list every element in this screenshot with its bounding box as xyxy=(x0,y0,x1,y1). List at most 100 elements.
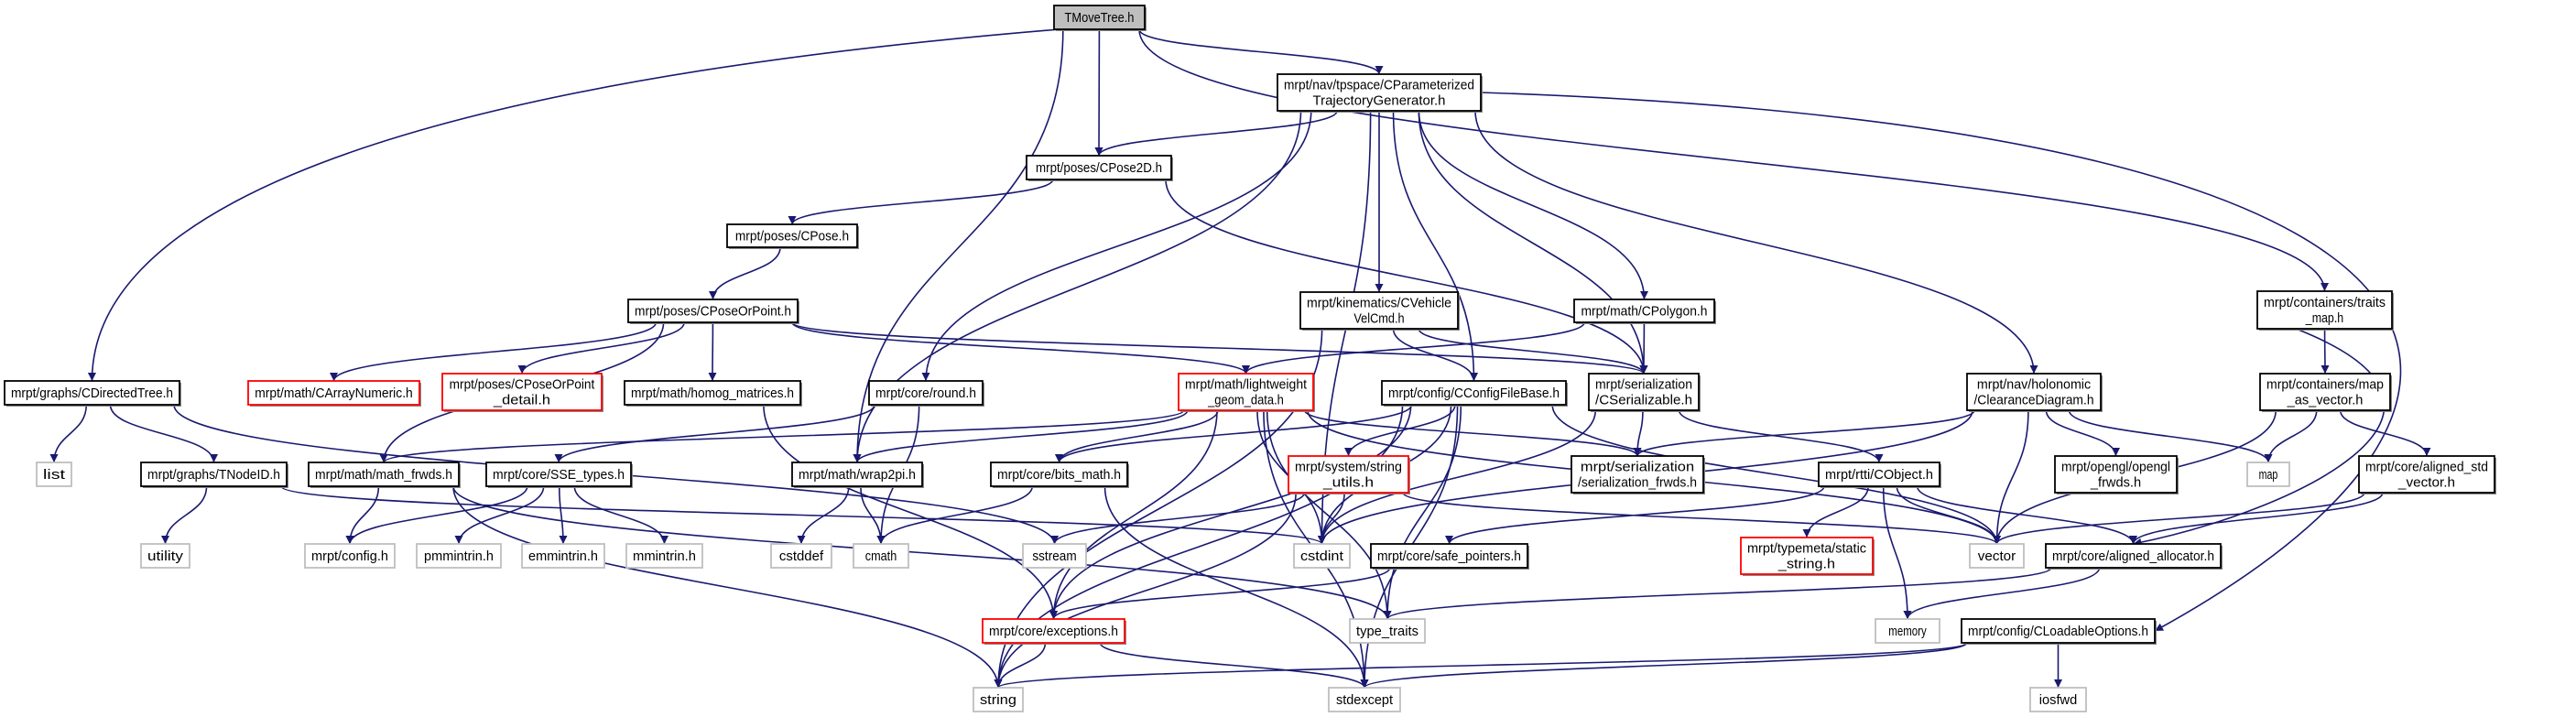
node-label: mrpt/opengl/opengl xyxy=(2061,460,2170,475)
node-label: _utils.h xyxy=(1322,475,1374,491)
node-cserializable[interactable]: mrpt/serialization/CSerializable.h xyxy=(1588,373,1701,412)
node-label: mrpt/graphs/CDirectedTree.h xyxy=(11,386,173,401)
node-carraynumeric[interactable]: mrpt/math/CArrayNumeric.h xyxy=(247,380,421,407)
node-label: memory xyxy=(1888,624,1927,639)
node-cptg[interactable]: mrpt/nav/tpspace/CParameterizedTrajector… xyxy=(1277,73,1483,113)
node-math_frwds[interactable]: mrpt/math/math_frwds.h xyxy=(308,462,461,488)
node-aligned_std[interactable]: mrpt/core/aligned_std_vector.h xyxy=(2358,455,2496,494)
node-static_string[interactable]: mrpt/typemeta/static_string.h xyxy=(1740,537,1875,576)
node-config[interactable]: mrpt/config.h xyxy=(304,543,396,569)
edge-configfilebase-to-vector xyxy=(1551,404,2001,545)
node-label: mrpt/core/aligned_std xyxy=(2365,460,2488,475)
node-box xyxy=(441,373,603,411)
node-iosfwd[interactable]: iosfwd xyxy=(2029,687,2087,712)
node-label: mrpt/core/round.h xyxy=(875,386,976,401)
node-cmath[interactable]: cmath xyxy=(853,543,909,569)
node-traits_map[interactable]: mrpt/containers/traits_map.h xyxy=(2256,290,2394,331)
node-memory[interactable]: memory xyxy=(1875,618,1940,644)
node-box xyxy=(625,543,703,569)
node-label: mrpt/poses/CPose.h xyxy=(735,229,849,244)
node-clearance[interactable]: mrpt/nav/holonomic/ClearanceDiagram.h xyxy=(1966,373,2103,412)
node-pmm[interactable]: pmmintrin.h xyxy=(416,543,502,569)
node-box xyxy=(1053,5,1146,30)
node-cdirectedtree[interactable]: mrpt/graphs/CDirectedTree.h xyxy=(4,380,181,407)
node-cpolygon[interactable]: mrpt/math/CPolygon.h xyxy=(1573,299,1716,324)
node-configfilebase[interactable]: mrpt/config/CConfigFileBase.h xyxy=(1381,380,1568,407)
node-homog[interactable]: mrpt/math/homog_matrices.h xyxy=(624,380,802,407)
node-cstdint[interactable]: cstdint xyxy=(1293,543,1351,569)
node-cstddef[interactable]: cstddef xyxy=(770,543,832,569)
node-string[interactable]: string xyxy=(973,687,1024,712)
node-root[interactable]: TMoveTree.h xyxy=(1053,5,1147,31)
node-cposeorpoint[interactable]: mrpt/poses/CPoseOrPoint.h xyxy=(627,299,799,324)
node-box xyxy=(140,543,190,569)
node-cpose2d[interactable]: mrpt/poses/CPose2D.h xyxy=(1026,155,1173,181)
node-box xyxy=(1178,373,1314,411)
node-mmi[interactable]: mmintrin.h xyxy=(625,543,703,569)
node-label: _geom_data.h xyxy=(1207,393,1284,408)
node-label: cstddef xyxy=(779,549,824,564)
node-string_utils[interactable]: mrpt/system/string_utils.h xyxy=(1288,455,1410,494)
node-box xyxy=(1571,455,1704,494)
edge-clearance-to-map xyxy=(2068,409,2273,463)
edge-math_frwds-to-string xyxy=(452,485,1003,689)
edge-string_utils-to-vector xyxy=(1402,492,2001,545)
node-cobject[interactable]: mrpt/rtti/CObject.h xyxy=(1818,462,1941,488)
node-label: mrpt/kinematics/CVehicle xyxy=(1307,296,1451,311)
node-box xyxy=(1961,618,2156,644)
node-lwgd[interactable]: mrpt/math/lightweight_geom_data.h xyxy=(1178,373,1315,412)
node-box xyxy=(36,462,72,487)
node-cpose[interactable]: mrpt/poses/CPose.h xyxy=(726,223,859,249)
node-cposeorpoint_detail[interactable]: mrpt/poses/CPoseOrPoint_detail.h xyxy=(441,373,603,412)
node-stdexcept[interactable]: stdexcept xyxy=(1328,687,1401,712)
node-ser_frwds[interactable]: mrpt/serialization/serialization_frwds.h xyxy=(1571,455,1705,494)
edge-lwgd-to-math_frwds xyxy=(379,409,1185,463)
node-utility[interactable]: utility xyxy=(140,543,190,569)
node-box xyxy=(726,223,858,248)
node-label: mrpt/config.h xyxy=(311,549,388,564)
node-label: string xyxy=(980,692,1016,708)
edge-lwgd-to-wrap2pi xyxy=(853,409,1189,463)
edge-cptg-to-cpolygon xyxy=(1418,110,1648,300)
node-map[interactable]: map xyxy=(2246,462,2290,487)
node-label: mrpt/rtti/CObject.h xyxy=(1825,467,1933,483)
node-map_as_vector[interactable]: mrpt/containers/map_as_vector.h xyxy=(2259,373,2392,412)
node-label: utility xyxy=(147,549,184,564)
node-box xyxy=(304,543,396,569)
node-cloadable[interactable]: mrpt/config/CLoadableOptions.h xyxy=(1961,618,2157,645)
edge-round-to-sse xyxy=(554,404,875,463)
node-emm[interactable]: emmintrin.h xyxy=(521,543,605,569)
node-opengl_frwds[interactable]: mrpt/opengl/opengl_frwds.h xyxy=(2054,455,2179,494)
node-box xyxy=(4,380,180,406)
edge-clearance-to-opengl_frwds xyxy=(2045,409,2120,457)
node-round[interactable]: mrpt/core/round.h xyxy=(868,380,984,407)
node-label: mrpt/graphs/TNodeID.h xyxy=(147,467,280,483)
node-sse[interactable]: mrpt/core/SSE_types.h xyxy=(485,462,633,488)
node-aligned_alloc[interactable]: mrpt/core/aligned_allocator.h xyxy=(2045,543,2223,570)
edge-clearance-to-vector xyxy=(1993,409,2029,545)
node-box xyxy=(770,543,832,569)
node-label: mrpt/nav/holonomic xyxy=(1977,377,2092,393)
node-tnodeid[interactable]: mrpt/graphs/TNodeID.h xyxy=(140,462,288,488)
node-label: _vector.h xyxy=(2397,475,2455,491)
node-safe_ptrs[interactable]: mrpt/core/safe_pointers.h xyxy=(1370,543,1529,570)
node-bits_math[interactable]: mrpt/core/bits_math.h xyxy=(990,462,1129,488)
node-box xyxy=(485,462,632,487)
node-vector[interactable]: vector xyxy=(1969,543,2025,569)
node-box xyxy=(791,462,923,487)
node-exceptions[interactable]: mrpt/core/exceptions.h xyxy=(982,618,1126,645)
node-list[interactable]: list xyxy=(36,462,72,487)
edge-exceptions-to-stdexcept xyxy=(1099,642,1369,689)
edge-safe_ptrs-to-exceptions xyxy=(1049,567,1391,620)
node-type_traits[interactable]: type_traits xyxy=(1349,618,1426,644)
node-box xyxy=(1288,455,1409,494)
node-label: /CSerializable.h xyxy=(1595,393,1692,408)
node-box xyxy=(973,687,1024,712)
edge-sse-to-mmi xyxy=(573,485,668,545)
node-sstream[interactable]: sstream xyxy=(1022,543,1087,569)
node-wrap2pi[interactable]: mrpt/math/wrap2pi.h xyxy=(791,462,924,488)
node-label: mrpt/math/CPolygon.h xyxy=(1581,304,1708,320)
node-label: emmintrin.h xyxy=(528,549,598,564)
